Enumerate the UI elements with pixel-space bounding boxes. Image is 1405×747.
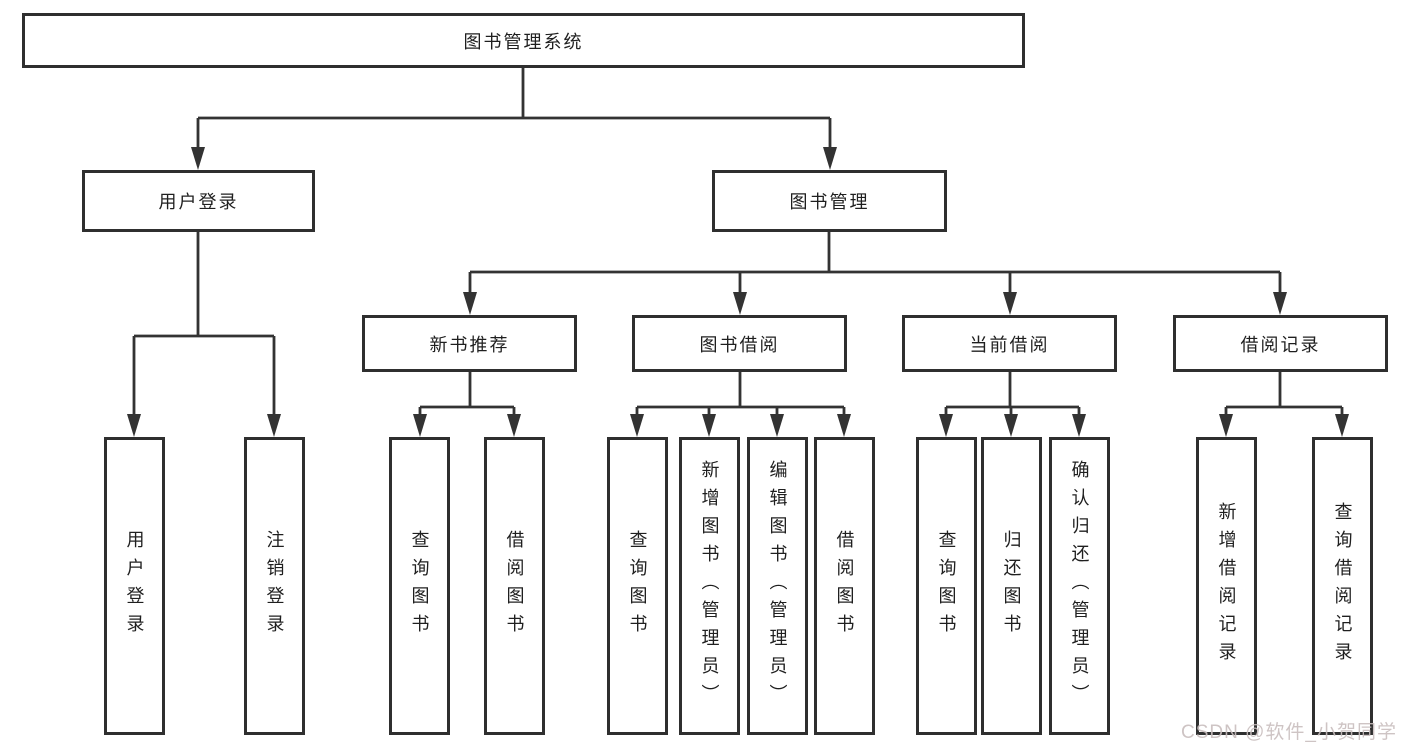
leaf-label: 确认归还（管理员） <box>1069 460 1090 712</box>
connector-record-to-leaves <box>1224 372 1344 417</box>
leaf-logout: 注销登录 <box>244 437 305 735</box>
leaf-label: 查询图书 <box>936 530 957 642</box>
arrow-down-icon <box>733 292 747 315</box>
arrow-down-icon <box>1004 414 1018 437</box>
arrow-down-icon <box>630 414 644 437</box>
leaf-user-login: 用户登录 <box>104 437 165 735</box>
leaf-query-books-2: 查询图书 <box>607 437 668 735</box>
leaf-confirm-return-admin: 确认归还（管理员） <box>1049 437 1110 735</box>
leaf-add-book-admin: 新增图书（管理员） <box>679 437 740 735</box>
connector-borrow-to-leaves <box>635 372 846 417</box>
arrow-down-icon <box>1219 414 1233 437</box>
leaf-edit-book-admin: 编辑图书（管理员） <box>747 437 808 735</box>
node-book-borrow: 图书借阅 <box>632 315 847 372</box>
node-current-borrow: 当前借阅 <box>902 315 1117 372</box>
arrow-down-icon <box>413 414 427 437</box>
arrow-down-icon <box>1273 292 1287 315</box>
leaf-borrow-books-1: 借阅图书 <box>484 437 545 735</box>
arrow-down-icon <box>1003 292 1017 315</box>
arrow-down-icon <box>939 414 953 437</box>
arrow-down-icon <box>1072 414 1086 437</box>
connector-bookmgmt-to-level3 <box>468 232 1282 296</box>
arrow-down-icon <box>507 414 521 437</box>
arrow-down-icon <box>702 414 716 437</box>
leaf-add-borrow-record: 新增借阅记录 <box>1196 437 1257 735</box>
leaf-label: 新增借阅记录 <box>1216 502 1237 670</box>
leaf-label: 借阅图书 <box>504 530 525 642</box>
leaf-label: 编辑图书（管理员） <box>767 460 788 712</box>
arrow-down-icon <box>127 414 141 437</box>
connector-newbook-to-leaves <box>418 372 516 417</box>
leaf-query-books-1: 查询图书 <box>389 437 450 735</box>
node-root: 图书管理系统 <box>22 13 1025 68</box>
arrow-down-icon <box>267 414 281 437</box>
node-borrow-records: 借阅记录 <box>1173 315 1388 372</box>
arrow-down-icon <box>463 292 477 315</box>
leaf-return-books: 归还图书 <box>981 437 1042 735</box>
leaf-label: 注销登录 <box>264 530 285 642</box>
arrow-down-icon <box>837 414 851 437</box>
leaf-label: 用户登录 <box>124 530 145 642</box>
leaf-label: 借阅图书 <box>834 530 855 642</box>
leaf-label: 新增图书（管理员） <box>699 460 720 712</box>
connector-current-to-leaves <box>944 372 1081 417</box>
connector-root-to-level2 <box>196 68 832 150</box>
node-user-login: 用户登录 <box>82 170 315 232</box>
leaf-borrow-books-2: 借阅图书 <box>814 437 875 735</box>
arrow-down-icon <box>770 414 784 437</box>
leaf-label: 查询图书 <box>627 530 648 642</box>
arrowheads <box>127 147 1349 437</box>
node-book-management: 图书管理 <box>712 170 947 232</box>
node-new-book-recommend: 新书推荐 <box>362 315 577 372</box>
leaf-query-borrow-record: 查询借阅记录 <box>1312 437 1373 735</box>
leaf-query-books-3: 查询图书 <box>916 437 977 735</box>
leaf-label: 查询借阅记录 <box>1332 502 1353 670</box>
leaf-label: 归还图书 <box>1001 530 1022 642</box>
arrow-down-icon <box>191 147 205 170</box>
arrow-down-icon <box>823 147 837 170</box>
connector-userlogin-to-leaves <box>132 232 276 417</box>
csdn-watermark: CSDN @软件_小贺同学 <box>1181 722 1397 743</box>
leaf-label: 查询图书 <box>409 530 430 642</box>
arrow-down-icon <box>1335 414 1349 437</box>
